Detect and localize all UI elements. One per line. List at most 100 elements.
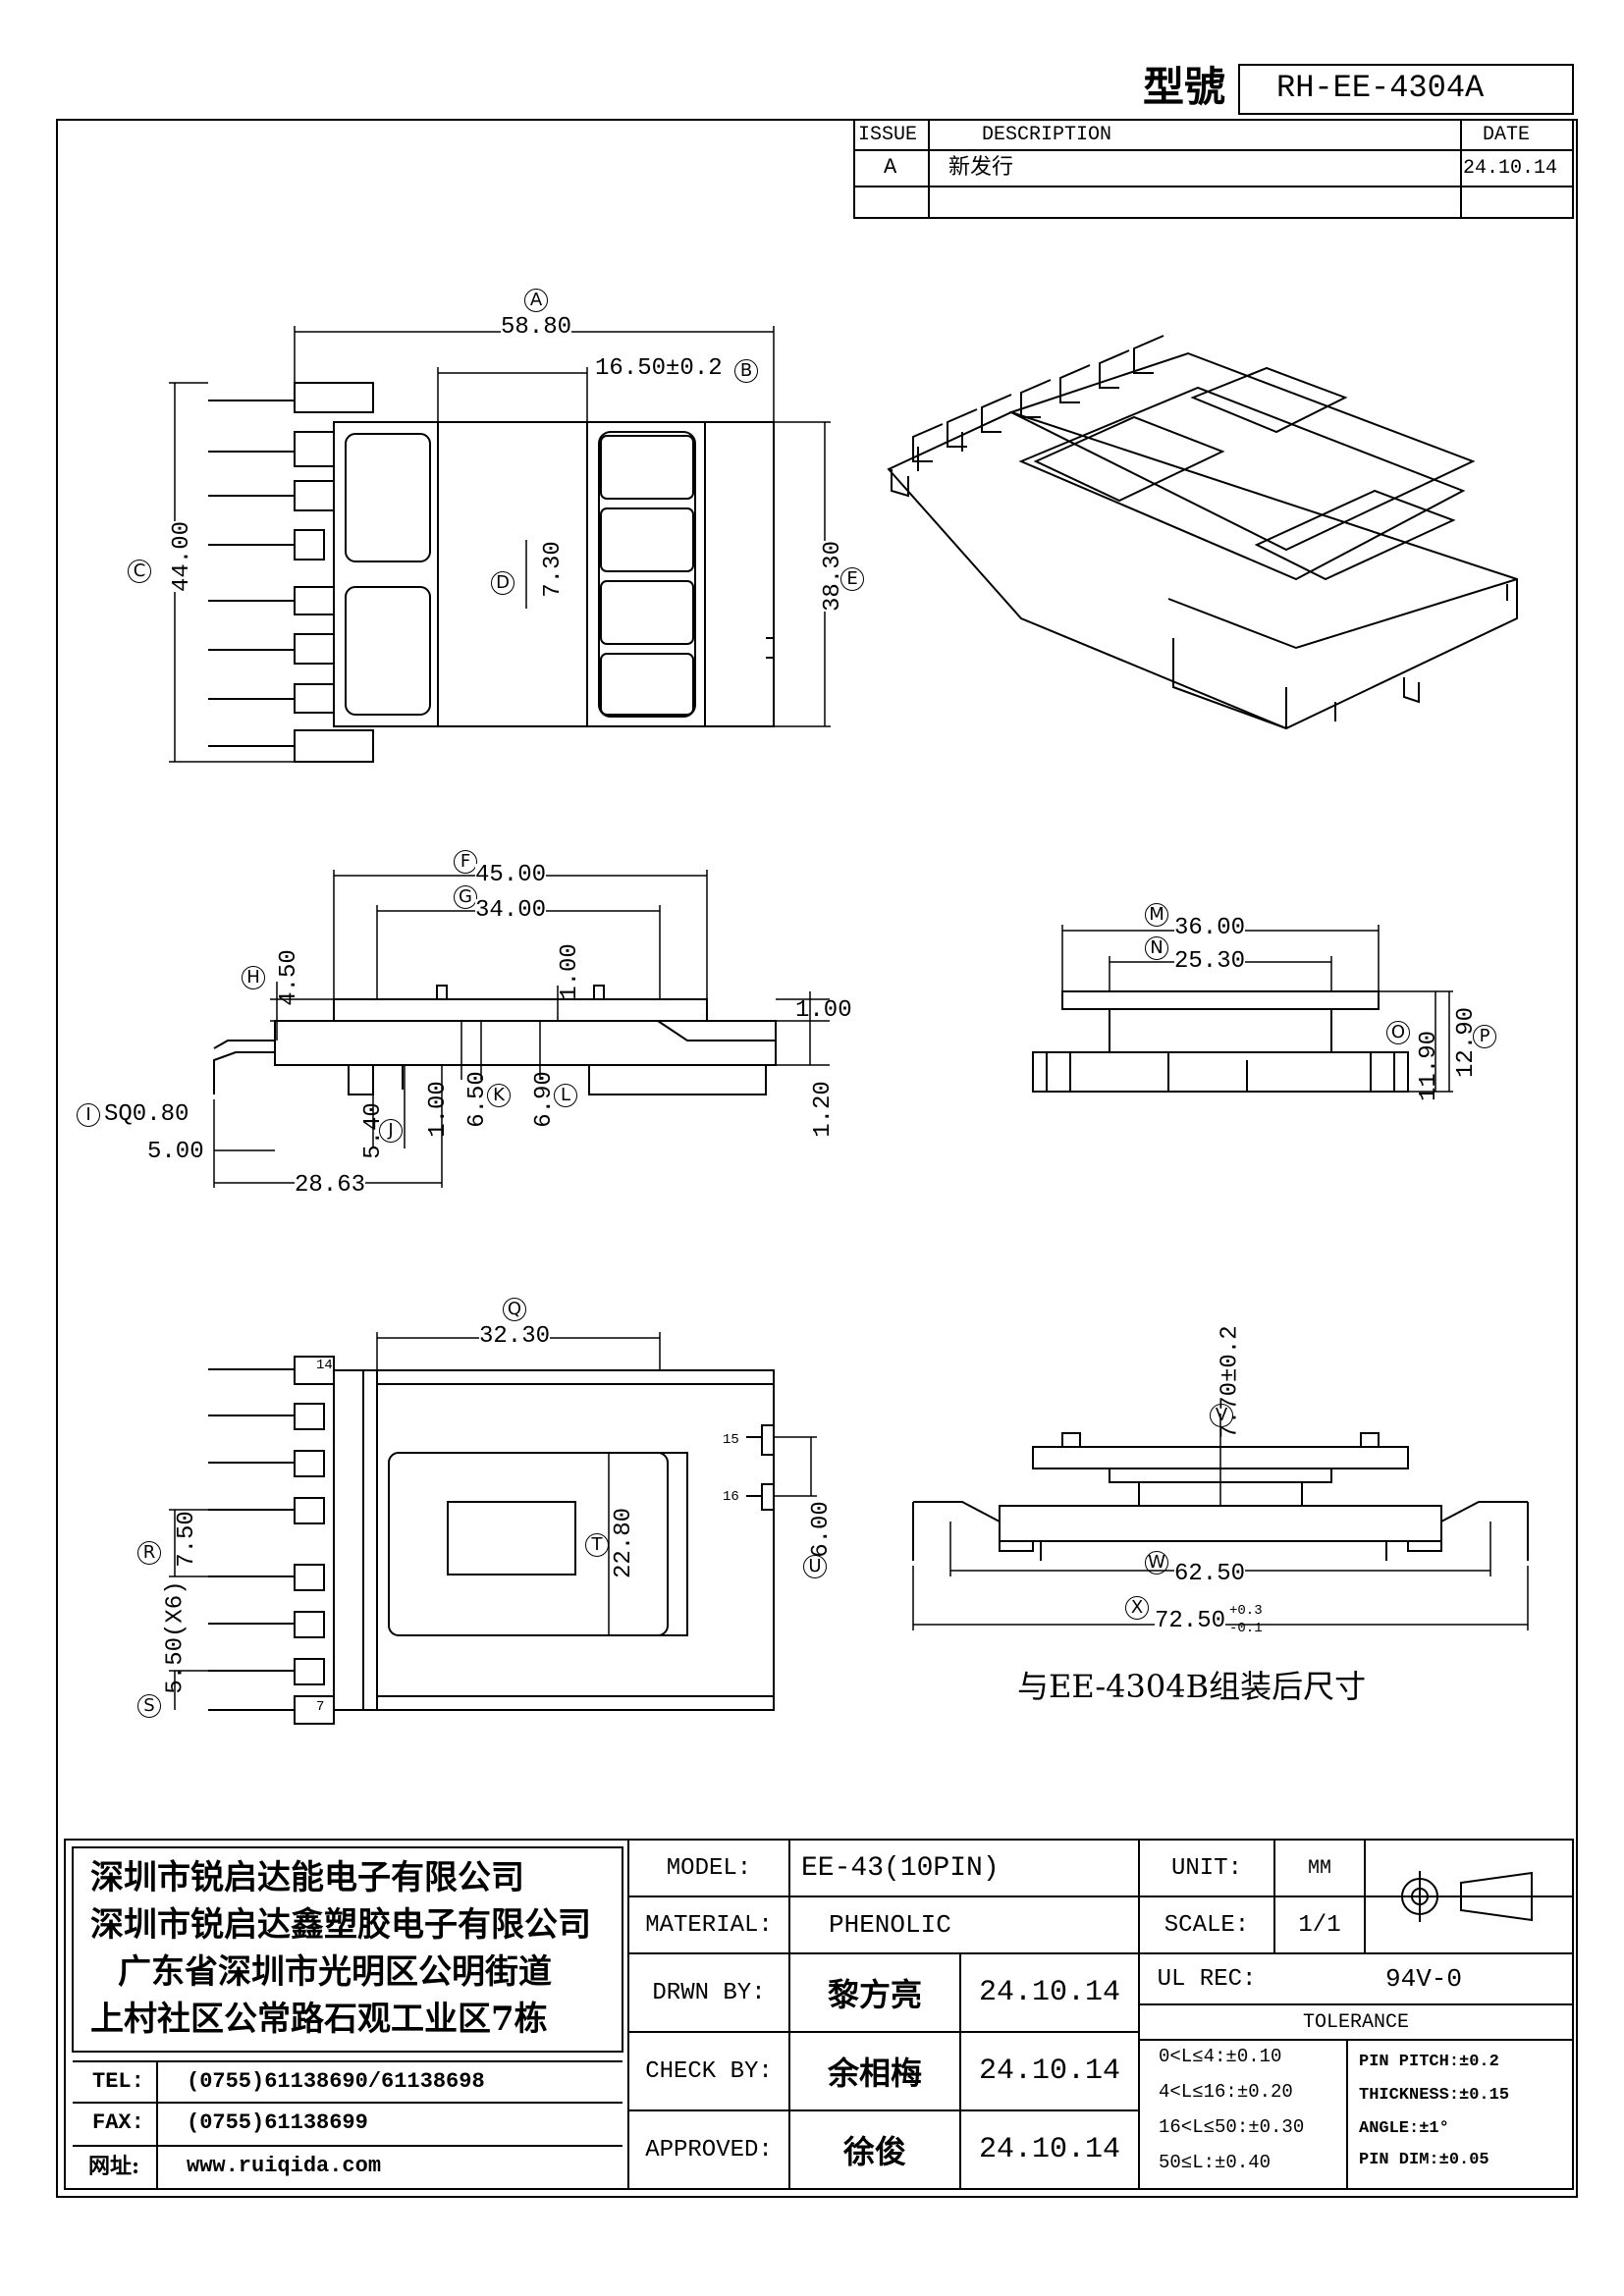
pin-16: 16 [723, 1489, 739, 1505]
drawn-by: 黎方亮 [827, 1976, 922, 2013]
dim-d: 7.30 [539, 541, 567, 598]
model-field-label: MODEL: [666, 1854, 752, 1882]
circle-label-s: S [137, 1694, 161, 1718]
circle-label-g: G [454, 885, 477, 909]
circle-label-h: H [242, 966, 265, 989]
company-line-1: 深圳市锐启达能电子有限公司 [90, 1858, 524, 1897]
check-by: 余相梅 [827, 2055, 922, 2092]
circle-label-b: B [734, 359, 758, 383]
dim-o: 11.90 [1416, 1030, 1443, 1102]
special-2: THICKNESS:±0.15 [1359, 2086, 1510, 2105]
dim-s: 5.50(X6) [162, 1580, 189, 1694]
fax-value: (0755)61138699 [187, 2110, 368, 2135]
check-date: 24.10.14 [978, 2055, 1121, 2088]
dim-b100: 1.00 [424, 1081, 452, 1138]
dim-g: 34.00 [475, 897, 547, 924]
special-1: PIN PITCH:±0.2 [1359, 2053, 1499, 2071]
pin-15: 15 [723, 1432, 739, 1448]
revision-table [853, 119, 1574, 219]
dim-5: 5.00 [147, 1139, 204, 1165]
drawn-date: 24.10.14 [978, 1976, 1121, 2009]
circle-label-l: L [554, 1084, 577, 1107]
special-3: ANGLE:±1° [1359, 2119, 1449, 2138]
dim-28: 28.63 [295, 1172, 366, 1199]
dim-t: 22.80 [611, 1507, 638, 1579]
approved-date: 24.10.14 [978, 2133, 1121, 2166]
rev-header-issue: ISSUE [858, 124, 918, 146]
special-4: PIN DIM:±0.05 [1359, 2151, 1489, 2169]
circle-label-a: A [524, 289, 548, 312]
circle-label-u: U [803, 1555, 827, 1578]
model-field-value: EE-43(10PIN) [801, 1852, 1000, 1884]
dim-r1: 1.00 [795, 997, 852, 1024]
model-label: 型號 [1143, 63, 1226, 111]
material-label: MATERIAL: [645, 1911, 773, 1939]
dim-r: 7.50 [173, 1511, 200, 1568]
fax-label: FAX: [92, 2110, 144, 2135]
unit-label: UNIT: [1170, 1854, 1242, 1882]
dim-n: 25.30 [1174, 948, 1246, 975]
isometric-view [887, 335, 1518, 730]
company-line-2: 深圳市锐启达鑫塑胶电子有限公司 [90, 1905, 591, 1945]
dim-l: 6.90 [530, 1071, 558, 1128]
assembly-view [912, 1414, 1529, 1630]
tolerance-2: 4<L≤16:±0.20 [1159, 2081, 1293, 2103]
dim-k: 6.50 [463, 1071, 491, 1128]
tolerance-4: 50≤L:±0.40 [1159, 2152, 1272, 2173]
circle-label-f: F [454, 850, 477, 874]
circle-label-x: X [1125, 1596, 1149, 1620]
rev-header-description: DESCRIPTION [982, 124, 1112, 146]
assembly-note: 与EE-4304B组装后尺寸 [1017, 1668, 1367, 1705]
tel-value: (0755)61138690/61138698 [187, 2069, 485, 2094]
side-view [213, 870, 830, 1188]
dim-m: 36.00 [1174, 915, 1246, 941]
top-view [169, 326, 831, 763]
tolerance-heading: TOLERANCE [1302, 2010, 1410, 2034]
circle-label-j: J [379, 1119, 403, 1143]
dim-w: 62.50 [1174, 1561, 1246, 1587]
title-block [64, 1839, 1574, 2190]
check-label: CHECK BY: [645, 2057, 773, 2085]
dim-h: 4.50 [275, 949, 302, 1006]
bottom-view [169, 1332, 817, 1725]
drawing-frame [56, 119, 1578, 2198]
circle-label-w: W [1145, 1551, 1168, 1575]
pin-7: 7 [316, 1699, 325, 1715]
tolerance-3: 16<L≤50:±0.30 [1159, 2116, 1305, 2138]
circle-label-n: N [1145, 936, 1168, 960]
pin-14: 14 [316, 1358, 333, 1373]
circle-label-p: P [1473, 1025, 1496, 1048]
rev-date: 24.10.14 [1463, 157, 1558, 180]
company-line-3: 广东省深圳市光明区公明街道 [118, 1952, 552, 1992]
dim-a: 58.80 [501, 314, 572, 341]
circle-label-k: K [487, 1084, 511, 1107]
company-line-4: 上村社区公常路石观工业区7栋 [90, 2000, 548, 2039]
unit-value: MM [1307, 1856, 1331, 1880]
web-label: 网址: [88, 2154, 140, 2179]
circle-label-t: T [585, 1533, 609, 1557]
material-value: PHENOLIC [829, 1910, 951, 1940]
circle-label-i: I [77, 1103, 100, 1127]
dim-q: 32.30 [479, 1323, 551, 1350]
rev-header-date: DATE [1483, 124, 1531, 146]
circle-label-r: R [137, 1541, 161, 1565]
tel-label: TEL: [92, 2069, 144, 2094]
dim-f: 45.00 [475, 862, 547, 888]
dim-x-tol-dn: -0.1 [1229, 1621, 1263, 1636]
circle-label-d: D [491, 571, 514, 595]
model-box [1238, 64, 1574, 115]
scale-label: SCALE: [1164, 1911, 1250, 1939]
approved-by: 徐俊 [842, 2133, 906, 2170]
model-number: RH-EE-4304A [1276, 70, 1485, 106]
approved-label: APPROVED: [645, 2136, 773, 2163]
ul-value: 94V-0 [1384, 1964, 1462, 1994]
circle-label-m: M [1145, 903, 1168, 927]
rev-issue: A [884, 155, 897, 180]
dim-h2: 1.00 [556, 943, 583, 1000]
circle-label-c: C [128, 560, 151, 583]
tolerance-1: 0<L≤4:±0.10 [1159, 2046, 1282, 2067]
dim-r2: 1.20 [809, 1081, 837, 1138]
ul-label: UL REC: [1157, 1965, 1257, 1993]
dim-i: SQ0.80 [104, 1101, 189, 1128]
